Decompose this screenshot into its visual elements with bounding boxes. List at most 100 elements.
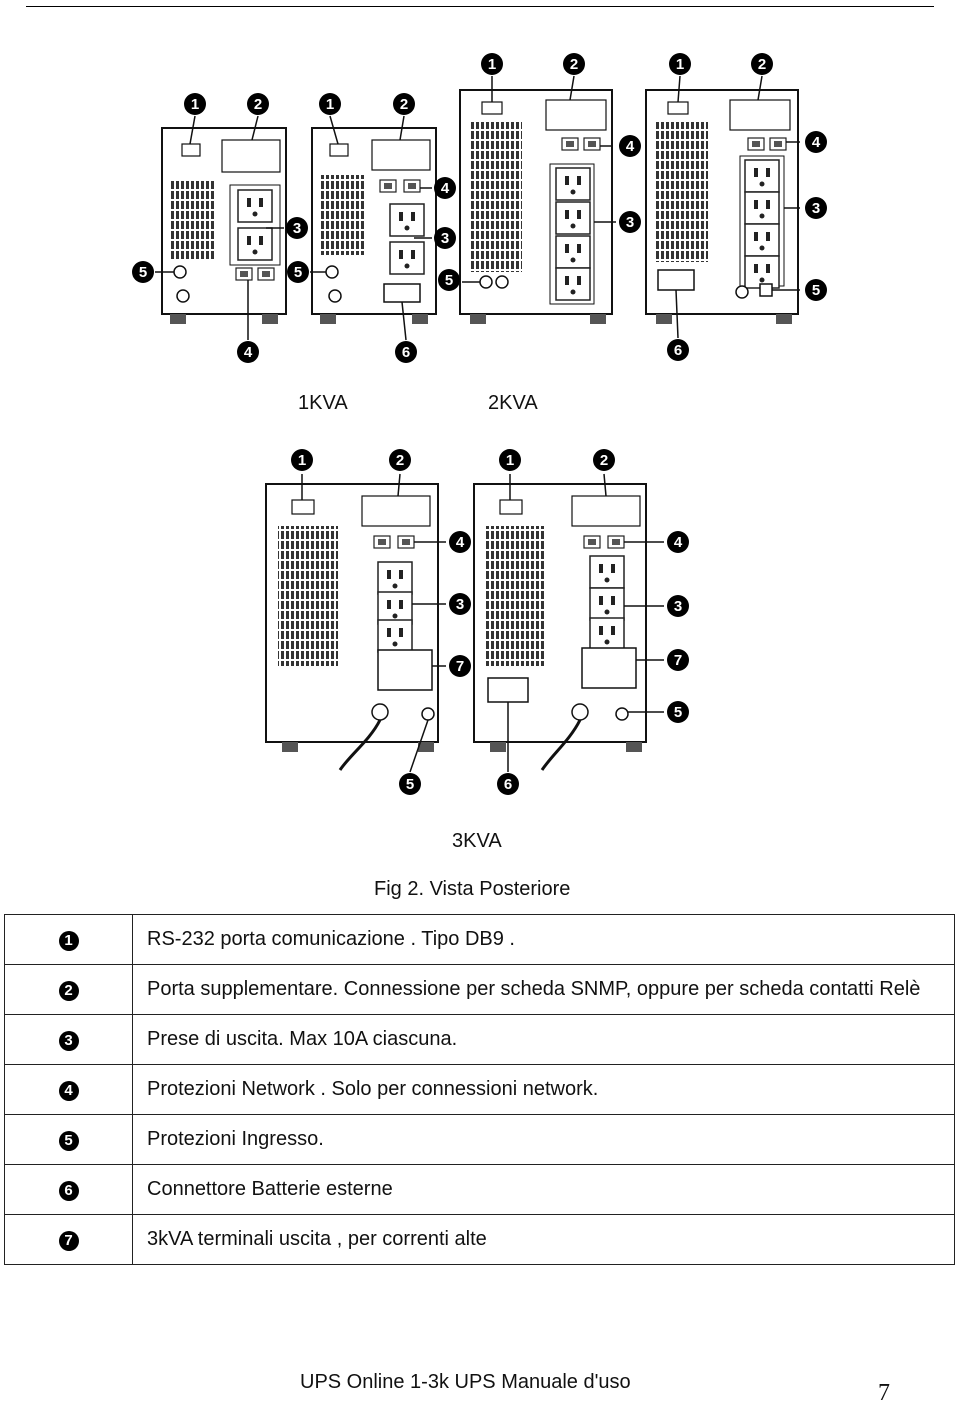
callout-5: 5 xyxy=(805,279,827,301)
svg-text:3: 3 xyxy=(626,214,634,231)
callout-5: 5 xyxy=(287,261,309,283)
callout-5: 5 xyxy=(667,701,689,723)
ups-2kva-b xyxy=(645,89,799,324)
svg-text:1: 1 xyxy=(488,56,496,73)
legend-number-cell: 6 xyxy=(4,1164,133,1215)
figure-caption: Fig 2. Vista Posteriore xyxy=(374,878,571,900)
legend-text: Connettore Batterie esterne xyxy=(132,1164,955,1215)
callout-2: 2 xyxy=(751,53,773,75)
legend-row: 6 Connettore Batterie esterne xyxy=(4,1164,955,1215)
svg-text:2: 2 xyxy=(570,56,578,73)
ups-1kva-a xyxy=(161,127,287,324)
callout-5: 5 xyxy=(132,261,154,283)
legend-row: 7 3kVA terminali uscita , per correnti a… xyxy=(4,1214,955,1265)
legend-text: Prese di uscita. Max 10A ciascuna. xyxy=(132,1014,955,1065)
legend-text: RS-232 porta comunicazione . Tipo DB9 . xyxy=(132,914,955,965)
legend-bullet: 1 xyxy=(58,931,79,951)
legend-row: 2 Porta supplementare. Connessione per s… xyxy=(4,964,955,1015)
svg-text:7: 7 xyxy=(674,652,682,669)
svg-text:5: 5 xyxy=(674,704,682,721)
ups-3kva-a xyxy=(265,483,439,771)
callout-5: 5 xyxy=(399,773,421,795)
svg-text:2: 2 xyxy=(600,452,608,469)
legend-text: Porta supplementare. Connessione per sch… xyxy=(132,964,955,1015)
callout-1: 1 xyxy=(291,449,313,471)
svg-text:6: 6 xyxy=(674,342,682,359)
ups-2kva-a xyxy=(459,89,613,324)
legend-text: Protezioni Ingresso. xyxy=(132,1114,955,1165)
svg-text:4: 4 xyxy=(441,180,450,197)
callout-2: 2 xyxy=(393,93,415,115)
callout-1: 1 xyxy=(499,449,521,471)
callout-3: 3 xyxy=(667,595,689,617)
legend-text: Protezioni Network . Solo per connession… xyxy=(132,1064,955,1115)
svg-text:3: 3 xyxy=(293,220,301,237)
svg-text:2: 2 xyxy=(758,56,766,73)
svg-text:5: 5 xyxy=(406,776,414,793)
legend-bullet: 6 xyxy=(58,1181,79,1201)
callout-1: 1 xyxy=(481,53,503,75)
callout-4: 4 xyxy=(805,131,827,153)
callout-2: 2 xyxy=(563,53,585,75)
svg-text:1: 1 xyxy=(298,452,306,469)
rear-view-diagram: 1 2 1 2 1 2 1 2 5 3 5 4 3 5 4 3 4 3 5 4 … xyxy=(132,53,827,795)
svg-text:1: 1 xyxy=(191,96,199,113)
callout-1: 1 xyxy=(319,93,341,115)
callout-5: 5 xyxy=(438,269,460,291)
callout-3: 3 xyxy=(449,593,471,615)
legend-number-cell: 1 xyxy=(4,914,133,965)
svg-text:5: 5 xyxy=(139,264,147,281)
svg-text:1: 1 xyxy=(326,96,334,113)
svg-text:5: 5 xyxy=(812,282,820,299)
footer-title: UPS Online 1-3k UPS Manuale d'uso xyxy=(300,1371,631,1393)
svg-text:4: 4 xyxy=(456,534,465,551)
callout-2: 2 xyxy=(247,93,269,115)
svg-text:2: 2 xyxy=(254,96,262,113)
panel-label-3kva: 3KVA xyxy=(452,830,502,852)
callout-7: 7 xyxy=(449,655,471,677)
svg-text:4: 4 xyxy=(674,534,683,551)
legend-text: 3kVA terminali uscita , per correnti alt… xyxy=(132,1214,955,1265)
legend-bullet: 5 xyxy=(58,1131,79,1151)
legend-bullet: 2 xyxy=(58,981,79,1001)
legend-number-cell: 5 xyxy=(4,1114,133,1165)
ups-1kva-b xyxy=(311,127,437,324)
callout-4: 4 xyxy=(434,177,456,199)
leader-lines xyxy=(155,75,800,773)
callout-markers: 1 2 1 2 1 2 1 2 5 3 5 4 3 5 4 3 4 3 5 4 … xyxy=(132,53,827,795)
panel-label-1kva: 1KVA xyxy=(298,392,348,414)
svg-text:5: 5 xyxy=(445,272,453,289)
svg-text:4: 4 xyxy=(812,134,821,151)
legend-bullet: 3 xyxy=(58,1031,79,1051)
callout-6: 6 xyxy=(497,773,519,795)
ups-3kva-b xyxy=(473,483,647,771)
svg-text:1: 1 xyxy=(676,56,684,73)
svg-text:5: 5 xyxy=(294,264,302,281)
legend-row: 4 Protezioni Network . Solo per connessi… xyxy=(4,1064,955,1115)
panel-label-2kva: 2KVA xyxy=(488,392,538,414)
svg-text:3: 3 xyxy=(456,596,464,613)
callout-4: 4 xyxy=(449,531,471,553)
legend-number-cell: 2 xyxy=(4,964,133,1015)
legend-row: 1 RS-232 porta comunicazione . Tipo DB9 … xyxy=(4,914,955,965)
svg-text:6: 6 xyxy=(402,344,410,361)
legend-number-cell: 4 xyxy=(4,1064,133,1115)
callout-1: 1 xyxy=(184,93,206,115)
svg-text:4: 4 xyxy=(244,344,253,361)
legend-bullet: 7 xyxy=(58,1231,79,1251)
callout-4: 4 xyxy=(237,341,259,363)
svg-text:3: 3 xyxy=(441,230,449,247)
legend-number-cell: 3 xyxy=(4,1014,133,1065)
callout-7: 7 xyxy=(667,649,689,671)
svg-text:1: 1 xyxy=(506,452,514,469)
callout-2: 2 xyxy=(389,449,411,471)
callout-3: 3 xyxy=(434,227,456,249)
svg-text:7: 7 xyxy=(456,658,464,675)
svg-text:3: 3 xyxy=(812,200,820,217)
header-rule xyxy=(26,6,934,7)
callout-4: 4 xyxy=(619,135,641,157)
callout-1: 1 xyxy=(669,53,691,75)
legend-row: 3 Prese di uscita. Max 10A ciascuna. xyxy=(4,1014,955,1065)
legend-table: 1 RS-232 porta comunicazione . Tipo DB9 … xyxy=(4,914,955,1265)
callout-3: 3 xyxy=(619,211,641,233)
